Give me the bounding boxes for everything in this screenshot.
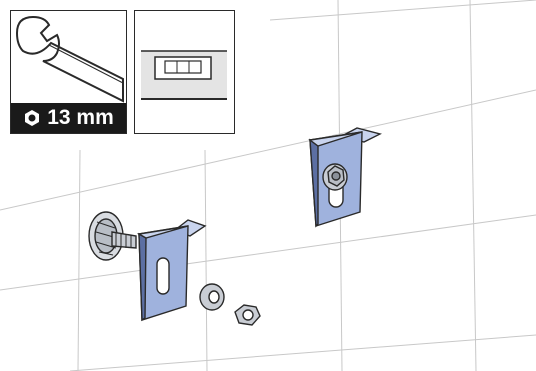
hex-nut-icon	[23, 109, 41, 127]
spirit-level-panel	[134, 10, 235, 134]
wrench-size-label: 13 mm	[47, 106, 114, 130]
hanging-bracket-loose	[139, 220, 205, 320]
spirit-level-icon	[135, 11, 233, 132]
wrench-icon	[11, 11, 125, 103]
wall-plug-with-screw	[89, 212, 136, 260]
wrench-size-badge: 13 mm	[11, 103, 126, 133]
hanging-bracket-mounted	[310, 128, 380, 226]
hex-nut	[235, 305, 260, 325]
washer	[200, 284, 224, 310]
wrench-size-panel: 13 mm	[10, 10, 127, 134]
